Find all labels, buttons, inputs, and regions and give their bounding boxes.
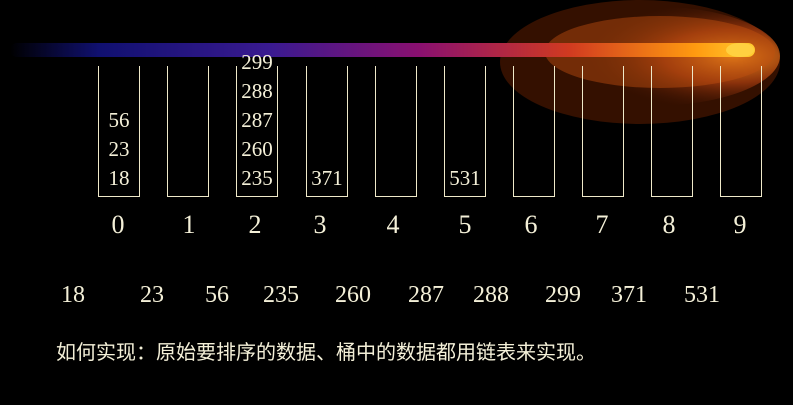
sorted-value: 18 — [61, 282, 85, 308]
bucket-value: 287 — [241, 108, 273, 132]
bucket-8 — [651, 66, 693, 197]
bucket-6 — [513, 66, 555, 197]
bucket-value: 260 — [241, 137, 273, 161]
sorted-value: 531 — [684, 282, 720, 308]
bucket-value: 371 — [311, 166, 343, 190]
bucket-7 — [582, 66, 624, 197]
bucket-value: 531 — [449, 166, 481, 190]
sorted-value: 288 — [473, 282, 509, 308]
bucket-index-label: 8 — [662, 210, 676, 239]
bucket-4 — [375, 66, 417, 197]
bucket-index-label: 9 — [733, 210, 747, 239]
bucket-value: 235 — [241, 166, 273, 190]
caption-text: 如何实现：原始要排序的数据、桶中的数据都用链表来实现。 — [56, 340, 596, 364]
bucket-9 — [720, 66, 762, 197]
bucket-value: 299 — [241, 50, 273, 74]
bucket-3: 371 — [306, 66, 348, 197]
bucket-value: 23 — [108, 137, 130, 161]
bucket-values: 371 — [307, 164, 347, 193]
sorted-value: 260 — [335, 282, 371, 308]
sorted-value: 23 — [140, 282, 164, 308]
sorted-value: 56 — [205, 282, 229, 308]
bucket-index-label: 2 — [248, 210, 262, 239]
bucket-values: 18 23 56 — [99, 106, 139, 193]
bucket-1 — [167, 66, 209, 197]
bucket-index-label: 6 — [524, 210, 538, 239]
bucket-2: 235 260 287 288 299 — [236, 50, 278, 197]
bucket-index-label: 0 — [111, 210, 125, 239]
bucket-index-label: 4 — [386, 210, 400, 239]
bucket-index-label: 1 — [182, 210, 196, 239]
bucket-value: 288 — [241, 79, 273, 103]
bucket-0: 18 23 56 — [98, 66, 140, 197]
comet-head — [726, 43, 754, 57]
bucket-values: 531 — [445, 164, 485, 193]
bucket-index-label: 3 — [313, 210, 327, 239]
bucket-value: 56 — [108, 108, 130, 132]
sorted-value: 235 — [263, 282, 299, 308]
sorted-value: 299 — [545, 282, 581, 308]
sorted-value: 371 — [611, 282, 647, 308]
bucket-5: 531 — [444, 66, 486, 197]
sorted-value: 287 — [408, 282, 444, 308]
bucket-value: 18 — [108, 166, 130, 190]
bucket-values: 235 260 287 288 299 — [237, 48, 277, 193]
bucket-index-label: 7 — [595, 210, 609, 239]
bucket-index-label: 5 — [458, 210, 472, 239]
comet-beam — [10, 43, 755, 57]
